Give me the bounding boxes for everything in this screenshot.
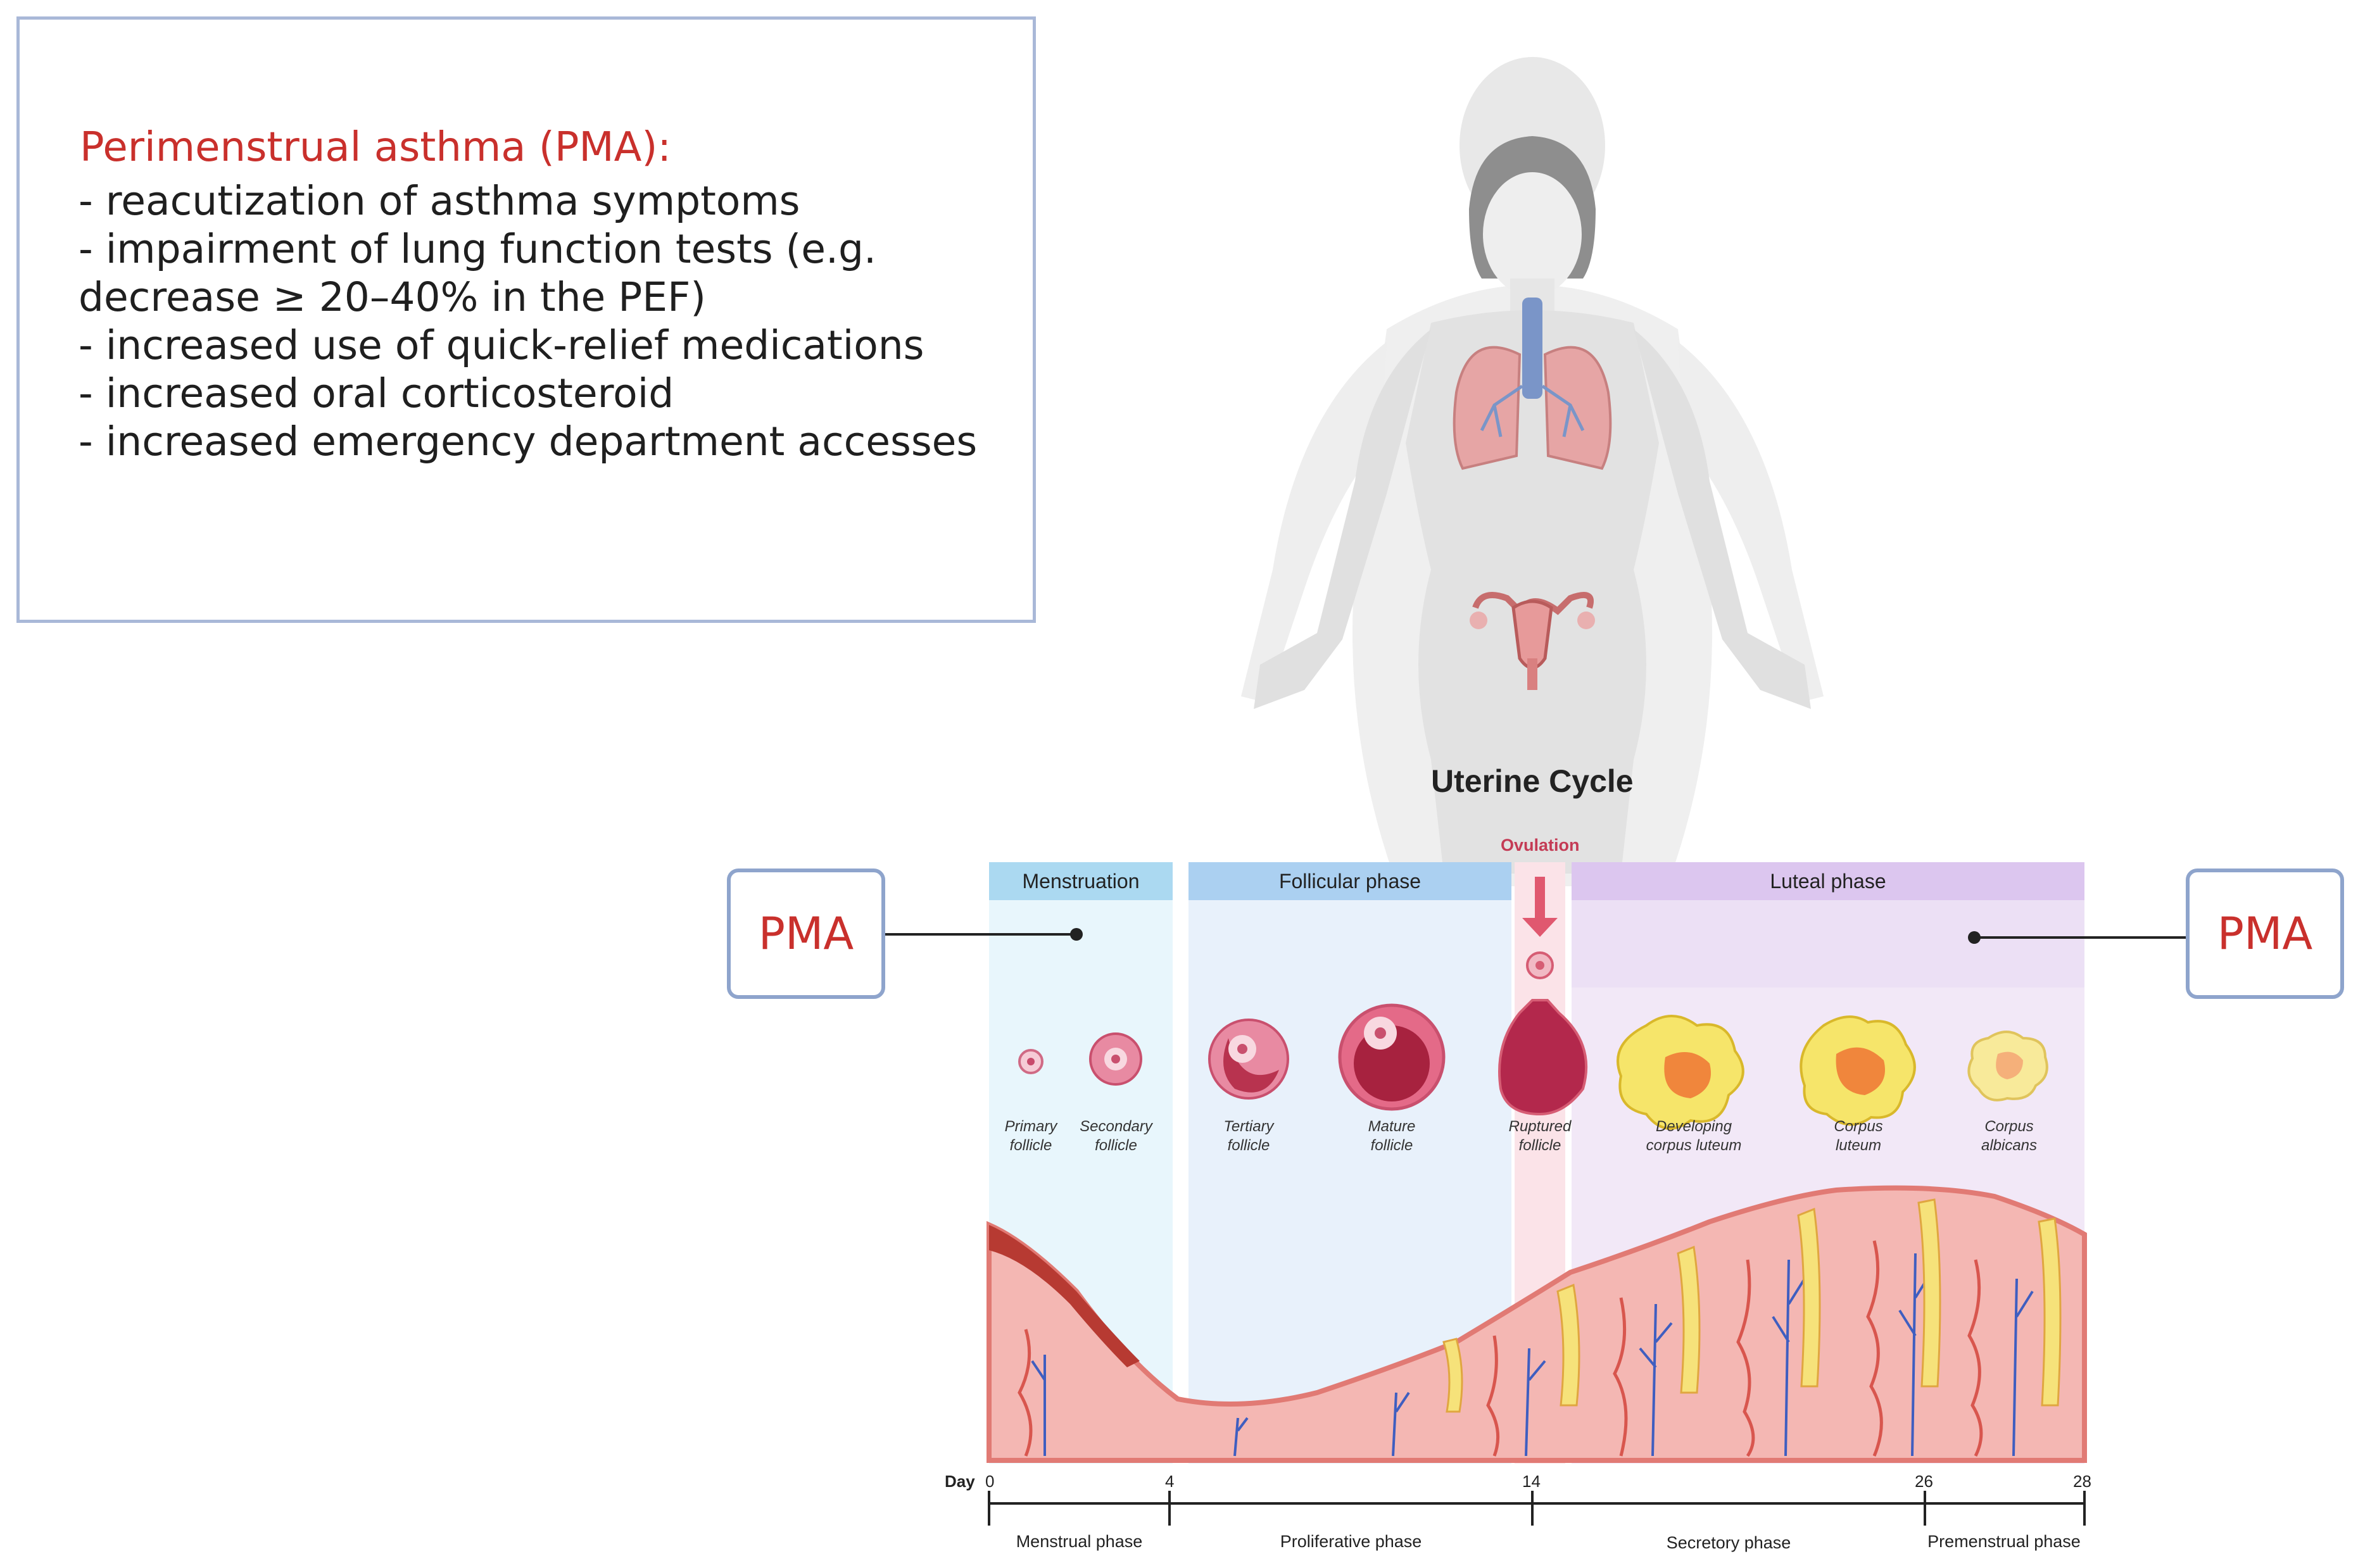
ruptured-follicle-icon bbox=[1498, 999, 1588, 1116]
info-heading: Perimenstrual asthma (PMA): bbox=[80, 124, 671, 171]
info-list: - reacutization of asthma symptoms - imp… bbox=[79, 177, 1003, 466]
mature-follicle-icon bbox=[1338, 1003, 1446, 1111]
pma-right-dot bbox=[1968, 931, 1981, 944]
luteal-band-top bbox=[1572, 899, 2084, 988]
primary-follicle-icon bbox=[1018, 1049, 1043, 1074]
endometrium-icon bbox=[987, 1185, 2087, 1463]
info-item: - increased emergency department accesse… bbox=[79, 418, 978, 465]
day-tick: 4 bbox=[1165, 1472, 1175, 1491]
day-tick: 28 bbox=[2073, 1472, 2091, 1491]
day-tick: 14 bbox=[1522, 1472, 1541, 1491]
menstruation-header-bar bbox=[989, 862, 1173, 900]
luteal-header: Luteal phase bbox=[1770, 869, 1886, 893]
secondary-follicle-icon bbox=[1089, 1032, 1142, 1086]
day-label: Day bbox=[945, 1472, 975, 1491]
day-tick: 26 bbox=[1915, 1472, 1933, 1491]
menstruation-header: Menstruation bbox=[1022, 869, 1140, 893]
day-tick: 0 bbox=[985, 1472, 995, 1491]
info-item: - impairment of lung function tests (e.g… bbox=[79, 226, 877, 320]
cycle-title: Uterine Cycle bbox=[1431, 763, 1634, 799]
info-item: - increased oral corticosteroid bbox=[79, 370, 674, 417]
uterine-phase-label: Secretory phase bbox=[1666, 1533, 1791, 1552]
follicle-label: Tertiary follicle bbox=[1223, 1118, 1274, 1154]
corpus-albicans-icon bbox=[1967, 1031, 2048, 1101]
uterine-phase-label: Proliferative phase bbox=[1280, 1532, 1422, 1551]
uterus-icon bbox=[1470, 592, 1595, 690]
follicle-label: Secondary follicle bbox=[1080, 1118, 1152, 1154]
day-axis bbox=[988, 1491, 2086, 1526]
ovulation-label: Ovulation bbox=[1501, 836, 1580, 855]
follicle-label: Corpus albicans bbox=[1981, 1118, 2038, 1154]
lungs-icon bbox=[1453, 298, 1612, 470]
pma-left-dot bbox=[1070, 928, 1083, 941]
ovulation-arrow-icon bbox=[1522, 877, 1558, 979]
info-item: - increased use of quick-relief medicati… bbox=[79, 322, 924, 368]
follicle-label: Primary follicle bbox=[1004, 1118, 1057, 1154]
info-box bbox=[16, 16, 1036, 623]
pma-right-box: PMA bbox=[2186, 869, 2344, 999]
luteal-header-bar bbox=[1572, 862, 2084, 900]
body-silhouette bbox=[1241, 57, 1824, 886]
follicle-label: Ruptured follicle bbox=[1508, 1118, 1572, 1154]
tertiary-follicle-icon bbox=[1208, 1019, 1289, 1100]
follicle-label: Developing corpus luteum bbox=[1646, 1118, 1742, 1154]
corpus-luteum-icon bbox=[1800, 1015, 1916, 1126]
developing-corpus-luteum-icon bbox=[1617, 1015, 1744, 1130]
info-item: - reacutization of asthma symptoms bbox=[79, 178, 800, 224]
follicle-label: Mature follicle bbox=[1368, 1118, 1416, 1154]
uterine-phase-label: Premenstrual phase bbox=[1927, 1532, 2081, 1551]
uterine-phase-label: Menstrual phase bbox=[1016, 1532, 1143, 1551]
pma-left-box: PMA bbox=[727, 869, 885, 999]
follicular-header: Follicular phase bbox=[1278, 869, 1422, 893]
follicle-label: Corpus luteum bbox=[1834, 1118, 1883, 1154]
follicular-header-bar bbox=[1188, 862, 1511, 900]
